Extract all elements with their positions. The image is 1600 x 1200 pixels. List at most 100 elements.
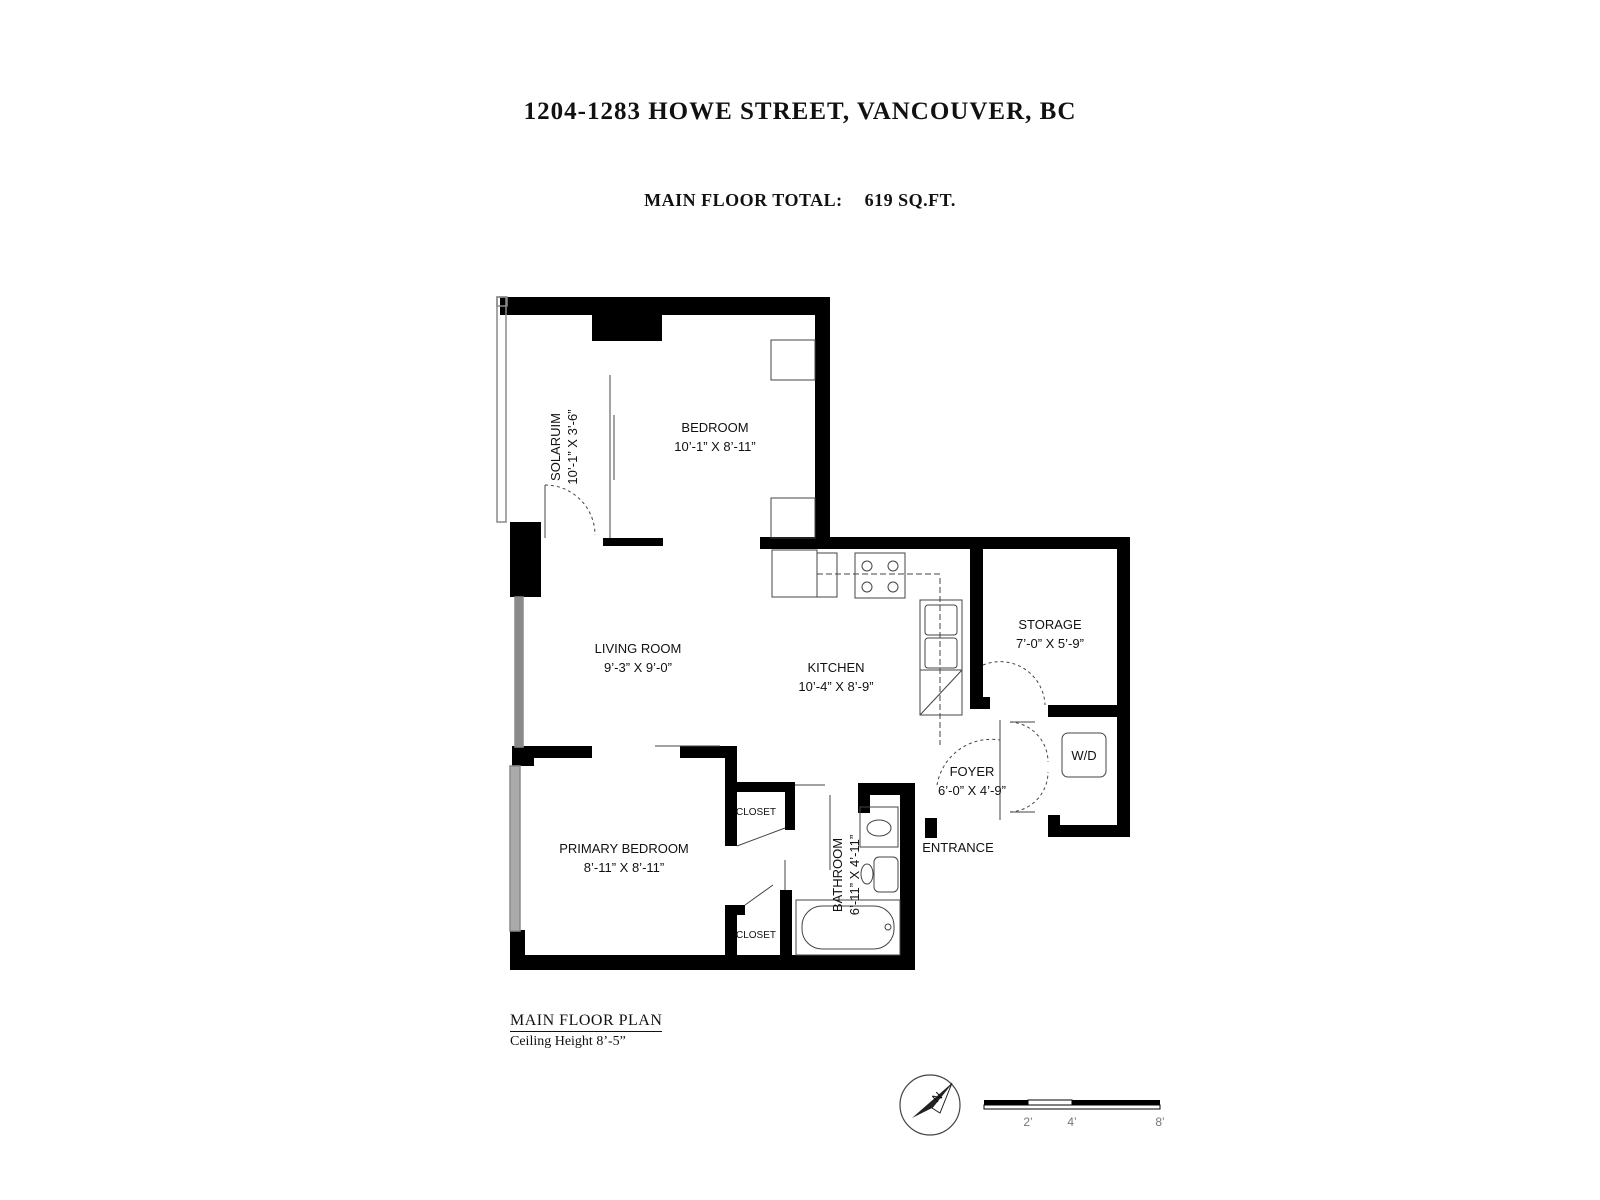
wall-closet-left (725, 746, 737, 846)
bathroom-label: BATHROOM 6’-11” X 4’-11” (830, 835, 862, 915)
burner-4 (887, 581, 899, 593)
interior-lines (544, 339, 1107, 956)
wall-bathroom-right (900, 785, 915, 970)
closet-upper-name: CLOSET (736, 807, 776, 818)
primary-dims: 8’-11” X 8’-11” (584, 860, 664, 875)
storage-dims: 7’-0” X 5’-9” (1016, 636, 1084, 651)
plan-name: MAIN FLOOR PLAN (510, 1012, 663, 1032)
solarium-door-arc (544, 484, 596, 536)
washer-dryer (1061, 732, 1107, 778)
windows (496, 296, 524, 932)
vanity (859, 806, 899, 848)
area-label: MAIN FLOOR TOTAL: (644, 190, 843, 210)
wall-closet2-right (780, 890, 792, 965)
dishwasher-diag (919, 669, 963, 716)
kitchen-name: KITCHEN (807, 660, 864, 675)
wall-laundry-top (1048, 705, 1130, 717)
plan-title: 1204-1283 HOWE STREET, VANCOUVER, BC (523, 98, 1077, 125)
wall-bathroom-top (858, 783, 915, 795)
nightstand-bottom (770, 497, 816, 539)
cooktop (854, 552, 906, 599)
entrance-name: ENTRANCE (922, 840, 994, 855)
counter-side (919, 599, 963, 716)
compass-icon: N (899, 1074, 961, 1136)
scale-tick-4: 4’ (1067, 1115, 1076, 1129)
wall-storage-right (1117, 537, 1130, 837)
window-living (514, 596, 524, 748)
closet-lower-name: CLOSET (736, 930, 776, 941)
wall-closet2-top (725, 905, 745, 915)
bedroom-name: BEDROOM (681, 420, 748, 435)
scale-tick-2: 2’ (1023, 1115, 1032, 1129)
counter-upper (771, 549, 818, 598)
nightstand-top (770, 339, 816, 381)
foyer-dims: 6’-0” X 4’-9” (938, 783, 1006, 798)
area-summary: MAIN FLOOR TOTAL: 619 SQ.FT. (0, 190, 1600, 211)
dishwasher (919, 669, 963, 716)
wall-kitchen-top (760, 537, 1130, 549)
wall-bedroom-divider (603, 538, 663, 546)
entrance-door-arc (936, 738, 1001, 786)
solarium-label: SOLARUIM 10’-1” X 3’-6” (548, 409, 580, 484)
compass-ring (899, 1074, 961, 1136)
solarium-dims: 10’-1” X 3’-6” (565, 409, 580, 484)
wall-top (500, 297, 830, 315)
burner-1 (861, 560, 873, 572)
wall-closet-right (785, 782, 795, 830)
wall-closet-top (725, 782, 793, 792)
scale-bar: 2’ 4’ 8’ (983, 1099, 1165, 1129)
window-primary (509, 765, 521, 932)
closet2-door-diag (744, 884, 774, 906)
wall-primary-divider-right (680, 746, 735, 758)
wd-name: W/D (1071, 748, 1096, 763)
wall-primary-divider-nub (512, 746, 534, 766)
foyer-name: FOYER (950, 764, 995, 779)
wall-storage-left (970, 537, 983, 709)
column-top (592, 297, 662, 341)
wall-bathroom-top-left (858, 783, 870, 813)
compass-needle-dark (912, 1083, 952, 1118)
storage-door-arc (982, 661, 1046, 706)
bathroom-dims: 6’-11” X 4’-11” (847, 835, 862, 915)
sink-2 (924, 637, 958, 669)
room-labels: SOLARUIM 10’-1” X 3’-6” BEDROOM 10’-1” X… (548, 409, 1097, 941)
tub-drain (884, 923, 892, 931)
bedroom-dims: 10’-1” X 8’-11” (674, 439, 755, 454)
kitchen-dims: 10’-4” X 8’-9” (798, 679, 873, 694)
burner-3 (861, 581, 873, 593)
storage-name: STORAGE (1018, 617, 1082, 632)
toilet-bowl (860, 863, 874, 885)
solarium-name: SOLARUIM (548, 413, 563, 481)
scale-seg-3 (1072, 1100, 1160, 1105)
walls (500, 297, 1130, 970)
counter-nook (816, 552, 838, 598)
wall-foyer-stub (925, 818, 937, 838)
scale-tick-8: 8’ (1155, 1115, 1164, 1129)
area-value: 619 SQ.FT. (864, 190, 956, 210)
ceiling-height: Ceiling Height 8’-5” (510, 1034, 626, 1049)
window-corner (496, 296, 508, 307)
wall-laundry-corner (1048, 815, 1060, 837)
wall-closet2-left (725, 905, 737, 965)
living-name: LIVING ROOM (595, 641, 682, 656)
wall-storage-left-foot (970, 697, 990, 709)
toilet (873, 856, 899, 893)
bathtub-basin (801, 905, 895, 950)
wall-laundry-bottom (1048, 825, 1130, 837)
scale-base (983, 1104, 1161, 1110)
closet-door-diag (736, 827, 786, 847)
laundry-arc-1 (1009, 721, 1049, 763)
sink-1 (924, 604, 958, 636)
wall-bedroom-divider-right (760, 538, 820, 546)
bathtub (795, 899, 901, 956)
laundry-arc-2 (1009, 771, 1049, 813)
column-left (510, 522, 541, 597)
window-solarium-left (496, 296, 507, 523)
bathroom-name: BATHROOM (830, 838, 845, 912)
scale-seg-1 (984, 1100, 1028, 1105)
wall-bedroom-right (815, 297, 830, 540)
vanity-sink (866, 819, 892, 837)
burner-2 (887, 560, 899, 572)
scale-seg-2 (1027, 1099, 1073, 1106)
